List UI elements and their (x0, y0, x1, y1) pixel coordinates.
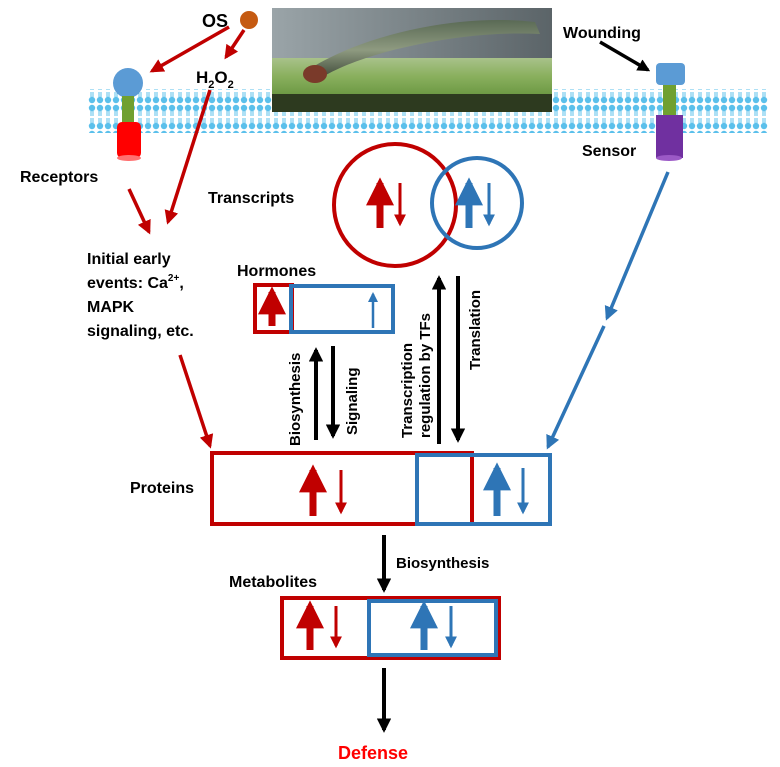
transcripts-blue-up-down-icon (455, 177, 495, 228)
transcripts-venn (332, 142, 524, 268)
hormones-label: Hormones (237, 263, 316, 280)
transcription-label: Transcription (399, 343, 416, 438)
os-dot-icon (240, 11, 258, 29)
translation-label: Translation (467, 290, 484, 370)
hormones-box (253, 283, 395, 334)
transcription-label-line2: regulation by TFs (417, 313, 434, 438)
os-label: OS (202, 11, 228, 31)
biosynthesis-vertical-label: Biosynthesis (287, 353, 304, 446)
transcripts-label: Transcripts (208, 190, 294, 207)
h2o2-label: H2O2 (196, 68, 234, 91)
sensor-label: Sensor (582, 143, 636, 160)
biosynthesis-horizontal-label: Biosynthesis (396, 555, 489, 572)
wounding-label: Wounding (563, 25, 641, 42)
input-arrows (127, 25, 670, 450)
receptor-icon (113, 68, 143, 161)
proteins-label: Proteins (130, 480, 194, 497)
metabolites-box (280, 596, 501, 660)
receptors-label: Receptors (20, 169, 98, 186)
initial-events-label: Initial early events: Ca2+, MAPK signali… (87, 251, 194, 340)
transcript-arrows (431, 275, 466, 444)
transcripts-red-up-down-icon (366, 177, 406, 228)
metabolites-label: Metabolites (229, 574, 317, 591)
signaling-label: Signaling (344, 368, 361, 436)
proteins-box (210, 451, 552, 526)
defense-label: Defense (338, 743, 408, 763)
hormone-arrows (308, 346, 341, 440)
sensor-icon (656, 63, 685, 161)
caterpillar-photo (272, 8, 552, 112)
